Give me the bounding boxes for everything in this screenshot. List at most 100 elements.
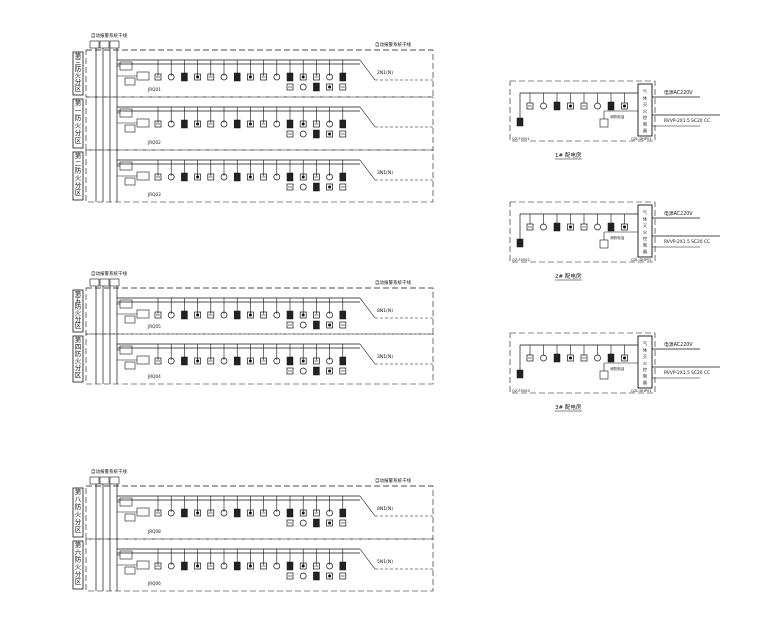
sounder-icon (194, 120, 201, 128)
room-module (599, 239, 609, 249)
smoke-detector-icon (220, 357, 228, 365)
zone-label-char: 第 (75, 540, 82, 549)
module-icon (260, 120, 267, 128)
heat-detector-icon (286, 508, 294, 518)
field-device (194, 357, 201, 365)
field-device (339, 172, 347, 182)
sounder-icon (567, 102, 574, 110)
field-device (313, 320, 320, 330)
power-label: 电源AC220V (664, 89, 693, 96)
zone-label-char: 防 (75, 349, 82, 358)
heat-detector-icon (313, 320, 320, 330)
heat-detector-icon (607, 353, 615, 363)
field-device (313, 311, 320, 319)
heat-detector-icon (313, 518, 320, 528)
field-device (273, 173, 281, 181)
field-device (299, 130, 307, 138)
panel-text-char: 器 (643, 380, 648, 386)
zone-label-char: 第 (75, 335, 82, 344)
smoke-detector-icon (299, 130, 307, 138)
field-device (299, 311, 307, 319)
sounder-icon-dot (328, 574, 332, 578)
loop-wire (359, 159, 376, 181)
zone-label-char: 区 (75, 85, 82, 93)
field-device (326, 357, 333, 365)
module-icon (313, 73, 320, 81)
header-box (109, 278, 120, 287)
field-device (286, 72, 294, 82)
controller-box (124, 513, 136, 522)
field-device (194, 562, 201, 570)
field-device (299, 519, 307, 527)
sounder-icon (326, 130, 333, 138)
panel-text-char: 灭 (643, 223, 648, 229)
zone-label-char: 区 (75, 137, 82, 145)
zone-label-char: 分 (75, 128, 82, 137)
field-device (286, 321, 294, 329)
field-device (286, 561, 294, 571)
signal-label: 消防电话 (610, 114, 625, 119)
heat-detector-icon (181, 119, 188, 129)
sounder-icon-dot (196, 564, 200, 568)
smoke-detector-icon (326, 509, 333, 517)
heat-detector-icon (339, 172, 347, 182)
field-device (313, 129, 320, 139)
field-device (181, 561, 188, 571)
sounder-icon (299, 120, 307, 128)
sheet-header-right: 自动报警系统干线 (375, 279, 411, 286)
panel-text-char: 体 (643, 347, 648, 354)
smoke-detector-icon (220, 73, 228, 81)
field-device (326, 83, 333, 91)
field-device (233, 508, 241, 518)
field-device (233, 172, 241, 182)
controller-box (124, 566, 136, 575)
smoke-detector-icon (326, 173, 333, 181)
zone-label-char: 火 (75, 357, 82, 365)
sounder-icon-dot (623, 225, 626, 229)
smoke-detector-icon (326, 73, 333, 81)
panel-text-char: 气 (643, 209, 648, 215)
heat-detector-icon (339, 508, 347, 518)
field-device (326, 321, 333, 329)
zone-label-char: 八 (75, 496, 82, 504)
field-device (167, 73, 175, 81)
sounder-icon (194, 311, 201, 319)
smoke-detector-icon (540, 223, 547, 231)
module-icon (526, 354, 534, 362)
sounder-icon (299, 73, 307, 81)
controller-box (119, 299, 133, 309)
field-device (286, 130, 294, 138)
device-code: JRQ02 (147, 140, 161, 145)
field-device (286, 183, 294, 191)
cable-label: RVVP-2X1.5 SC20 CC (664, 118, 710, 124)
field-device (247, 173, 254, 181)
zone-label-char: 四 (75, 343, 82, 351)
device-code: JRQ03 (147, 192, 161, 197)
panel-code: QZL-DHP01 (631, 137, 652, 141)
room-frame (509, 80, 656, 142)
zone-label-char: 第 (75, 98, 82, 107)
loop-wire (359, 106, 376, 128)
heat-detector-icon (233, 561, 241, 571)
header-box (99, 476, 110, 485)
sounder-icon (567, 223, 574, 231)
sounder-icon (326, 83, 333, 91)
loop-wire (359, 548, 376, 570)
extinguisher-panel (637, 204, 653, 258)
controller-box (124, 77, 136, 86)
module-icon (154, 562, 162, 570)
heat-detector-icon (516, 369, 524, 379)
controller-box (119, 61, 133, 71)
panel-code: QZL-DHP01 (631, 389, 652, 393)
field-device (313, 562, 320, 570)
zone-label-char: 防 (75, 555, 82, 564)
room-panel: 气体灭火控制器QZL-DHP01QZ-F0503消防电话电源AC220VRVVP… (509, 332, 720, 412)
sounder-icon-dot (248, 313, 252, 317)
sheet-header-left: 自动报警系统干线 (91, 468, 127, 475)
heat-detector-icon (286, 310, 294, 320)
field-device (220, 357, 228, 365)
module-icon (286, 572, 294, 580)
smoke-detector-icon (540, 102, 547, 110)
field-device (313, 120, 320, 128)
